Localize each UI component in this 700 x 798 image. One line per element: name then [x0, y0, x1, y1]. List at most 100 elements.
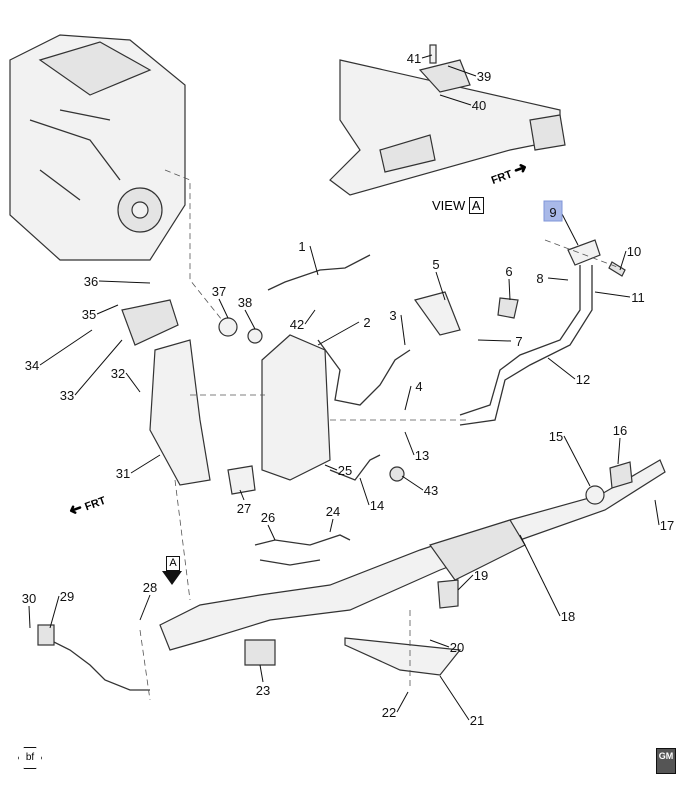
engine-illustration — [9, 34, 231, 331]
callout-43: 43 — [424, 483, 438, 498]
leader-line-22 — [396, 691, 409, 713]
callout-30: 30 — [22, 591, 36, 606]
clip-6 — [497, 297, 519, 319]
callout-22: 22 — [382, 705, 396, 720]
leader-line-42 — [304, 309, 316, 325]
callout-11: 11 — [631, 290, 645, 305]
leader-line-21 — [439, 675, 470, 721]
wire-harness-2 — [317, 339, 411, 406]
callout-26: 26 — [261, 510, 275, 525]
callout-36: 36 — [84, 274, 98, 289]
callout-4: 4 — [415, 379, 422, 394]
insulator-19 — [437, 579, 459, 609]
sensor-wires-24-26 — [254, 534, 351, 566]
leader-line-3 — [400, 314, 406, 346]
callout-27: 27 — [237, 501, 251, 516]
nut-43 — [389, 466, 405, 482]
leader-line-8 — [547, 277, 569, 281]
leader-line-6 — [508, 278, 511, 301]
sensor-wire-29 — [39, 634, 150, 691]
callout-23: 23 — [256, 683, 270, 698]
clamp-37 — [218, 317, 238, 337]
leader-line-1 — [309, 245, 319, 276]
leader-line-14 — [359, 477, 370, 506]
wire-harness-1 — [267, 254, 371, 291]
callout-8: 8 — [536, 271, 543, 286]
leader-line-5 — [435, 271, 446, 301]
callout-13: 13 — [415, 448, 429, 463]
catalytic-converter — [261, 334, 331, 481]
heat-shield-31 — [149, 339, 211, 486]
leader-line-19 — [457, 574, 474, 591]
callout-18: 18 — [561, 609, 575, 624]
sensor-29 — [37, 624, 55, 646]
leader-line-34 — [39, 329, 93, 366]
bracket-5 — [414, 291, 461, 336]
leader-line-4 — [404, 385, 412, 411]
callout-33: 33 — [60, 388, 74, 403]
sensor-bracket — [459, 239, 626, 426]
callout-21: 21 — [470, 713, 484, 728]
leader-line-2 — [317, 321, 360, 346]
leader-line-15 — [563, 435, 591, 487]
callout-35: 35 — [82, 307, 96, 322]
callout-19: 19 — [474, 568, 488, 583]
callout-5: 5 — [432, 257, 439, 272]
leader-line-24 — [329, 518, 334, 533]
callout-32: 32 — [111, 366, 125, 381]
leader-line-29 — [49, 595, 60, 629]
leader-line-17 — [654, 499, 660, 526]
callout-39: 39 — [477, 69, 491, 84]
leader-line-7 — [477, 339, 512, 342]
leader-line-26 — [267, 524, 276, 541]
gm-logo-text: GM — [658, 751, 674, 761]
leader-line-43 — [401, 475, 424, 491]
leader-line-31 — [130, 454, 161, 474]
leader-line-35 — [96, 304, 119, 315]
leader-line-11 — [594, 291, 631, 298]
wire-14 — [329, 454, 381, 481]
callout-29: 29 — [60, 589, 74, 604]
callout-10: 10 — [627, 244, 641, 259]
leader-line-39 — [447, 65, 477, 77]
exhaust-pipe — [159, 459, 666, 651]
callout-25: 25 — [338, 463, 352, 478]
bracket-23 — [244, 639, 276, 666]
callout-14: 14 — [370, 498, 384, 513]
callout-24: 24 — [326, 504, 340, 519]
callout-2: 2 — [363, 315, 370, 330]
callout-1: 1 — [298, 239, 305, 254]
bracket-33 — [121, 299, 179, 346]
leader-line-12 — [547, 357, 576, 380]
leader-line-32 — [125, 372, 141, 393]
leader-line-38 — [244, 309, 256, 330]
clamp-15 — [585, 485, 605, 505]
leader-line-10 — [619, 250, 627, 271]
view-letter: A — [468, 197, 484, 214]
bracket-21 — [344, 637, 462, 676]
callout-42: 42 — [290, 317, 304, 332]
section-marker-letter: A — [166, 556, 180, 571]
leader-line-9 — [560, 211, 579, 246]
callout-31: 31 — [116, 466, 130, 481]
leader-line-37 — [218, 298, 229, 319]
callout-17: 17 — [660, 518, 674, 533]
callout-37: 37 — [212, 284, 226, 299]
leader-line-41 — [421, 54, 433, 59]
leader-line-30 — [28, 605, 31, 629]
callout-34: 34 — [25, 358, 39, 373]
leader-line-18 — [519, 534, 561, 617]
bf-symbol-icon: bf — [18, 747, 42, 769]
callout-9: 9 — [549, 205, 556, 220]
leader-line-36 — [98, 280, 151, 284]
flange-16 — [609, 461, 633, 489]
gasket-38 — [247, 328, 263, 344]
callout-41: 41 — [407, 51, 421, 66]
leader-line-16 — [617, 437, 621, 465]
callout-3: 3 — [389, 308, 396, 323]
callout-20: 20 — [450, 640, 464, 655]
leader-line-25 — [324, 464, 338, 471]
leader-line-20 — [429, 639, 450, 648]
leader-line-13 — [404, 431, 415, 456]
